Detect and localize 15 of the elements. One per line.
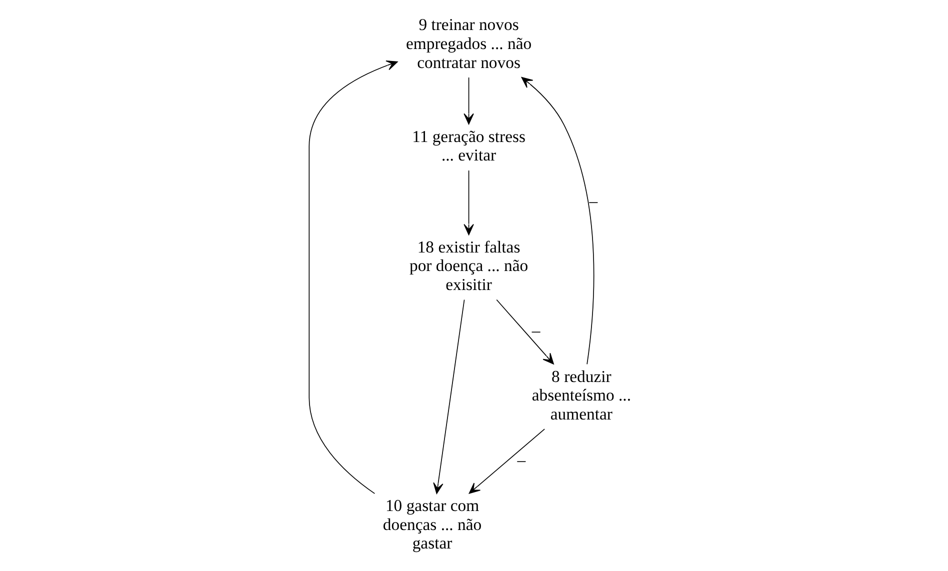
edge-label: – <box>517 450 526 470</box>
node-text: 11 geração stress ... evitar <box>412 126 526 165</box>
arrow <box>468 428 545 494</box>
edge-label: – <box>532 320 540 340</box>
arrow <box>464 77 474 125</box>
arrow <box>464 170 474 236</box>
arrow <box>308 60 398 494</box>
node-text: 18 existir faltas por doença ... não exisitir <box>409 237 528 294</box>
node-text: 10 gastar com doenças ... não gastar <box>382 496 482 553</box>
node-text: 9 treinar novos empregados ... não contratar novos <box>406 15 532 72</box>
node-text: 8 reduzir absenteísmo ... aumentar <box>532 366 632 424</box>
arrow <box>521 77 594 365</box>
edge-label: – <box>589 192 598 211</box>
arrow <box>496 299 554 364</box>
arrow <box>433 299 465 494</box>
